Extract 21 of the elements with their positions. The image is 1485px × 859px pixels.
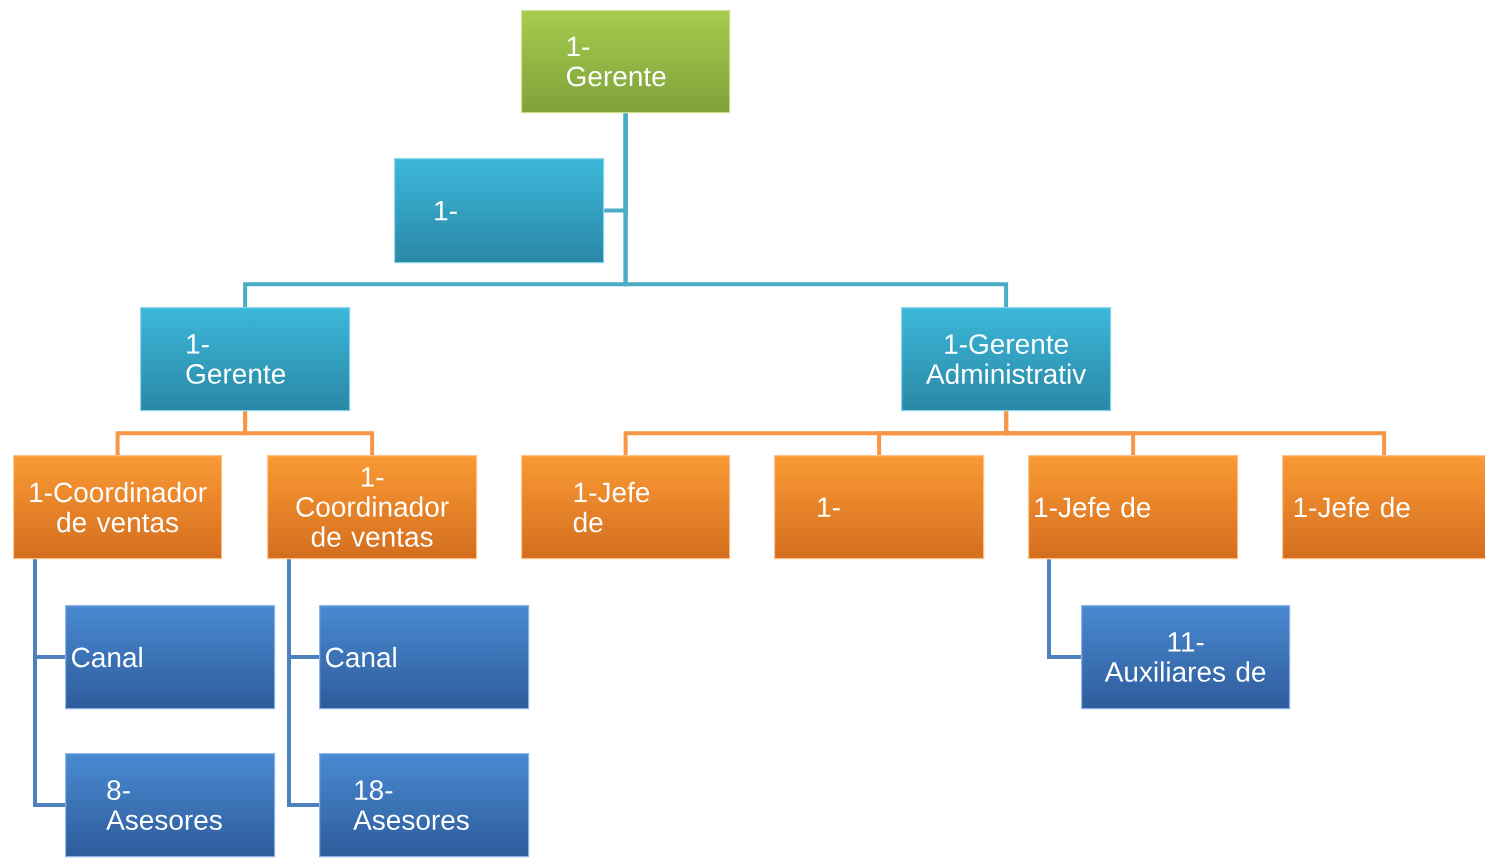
connector-line bbox=[623, 113, 1009, 307]
connector-line bbox=[1004, 411, 1387, 455]
position-box: 11-Auxiliares de bbox=[1081, 605, 1291, 710]
position-box: 1- bbox=[774, 455, 985, 560]
connector-line bbox=[243, 411, 375, 455]
position-box: Canal bbox=[319, 605, 530, 710]
position-box: Canal bbox=[65, 605, 276, 710]
position-box: 1-Jefe de bbox=[1282, 455, 1485, 560]
position-box: 18- Asesores bbox=[319, 753, 530, 858]
connector-line bbox=[33, 559, 65, 808]
position-box: 1- Coordinador de ventas bbox=[267, 455, 478, 560]
position-box: 1-Coordinador de ventas bbox=[13, 455, 223, 560]
position-box: 1- bbox=[394, 158, 605, 264]
position-box: 1- Gerente bbox=[521, 10, 731, 114]
connector-line bbox=[1047, 559, 1081, 660]
position-box: 8- Asesores bbox=[65, 753, 276, 858]
position-box: 1-Jefe de bbox=[521, 455, 731, 560]
position-box: 1-Jefe de bbox=[1028, 455, 1239, 560]
connector-line bbox=[287, 559, 319, 808]
position-box: 1-Gerente Administrativ bbox=[901, 307, 1112, 412]
position-box: 1- Gerente bbox=[140, 307, 351, 412]
